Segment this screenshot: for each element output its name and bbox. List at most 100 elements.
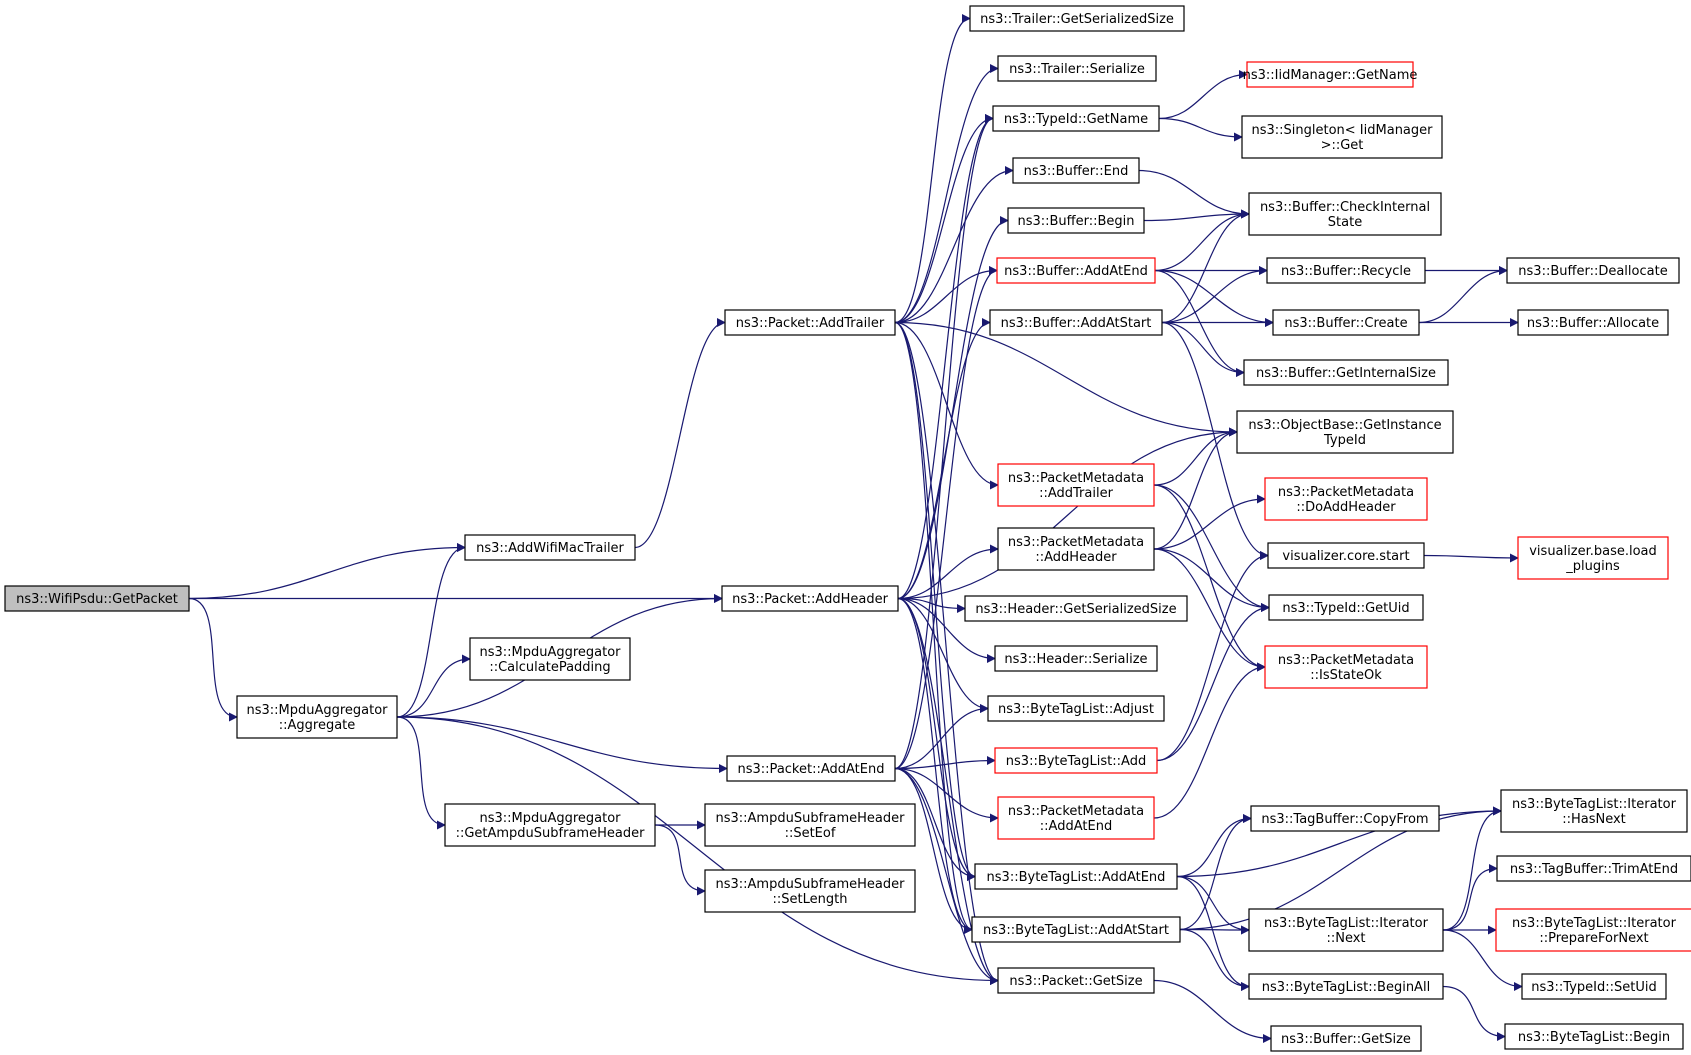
call-edge [894, 767, 999, 823]
graph-node[interactable]: ns3::TagBuffer::TrimAtEnd [1496, 855, 1691, 882]
graph-node[interactable]: ns3::ByteTagList::Iterator::PrepareForNe… [1495, 908, 1691, 952]
call-edge [1158, 70, 1248, 120]
call-edge [894, 114, 994, 770]
graph-node[interactable]: ns3::Trailer::GetSerializedSize [969, 5, 1185, 32]
graph-node[interactable]: ns3::Buffer::AddAtStart [989, 309, 1163, 336]
graph-node[interactable]: ns3::AmpduSubframeHeader::SetLength [704, 869, 916, 913]
node-label: ::CalculatePadding [489, 660, 610, 675]
graph-node[interactable]: ns3::TypeId::GetUid [1268, 594, 1424, 621]
node-box [1268, 594, 1424, 621]
node-label: ns3::WifiPsdu::GetPacket [16, 592, 178, 607]
node-box [721, 585, 899, 612]
node-box [1266, 257, 1426, 284]
graph-node[interactable]: ns3::Header::Serialize [994, 645, 1158, 672]
call-edge [1153, 548, 1266, 672]
call-edge [1176, 814, 1252, 878]
call-edge [396, 716, 999, 985]
graph-node[interactable]: ns3::Packet::AddTrailer [724, 309, 896, 336]
graph-node[interactable]: ns3::PacketMetadata::AddAtEnd [997, 796, 1155, 840]
node-label: ::Next [1326, 931, 1365, 946]
call-edge [1158, 117, 1243, 142]
call-edge [897, 216, 1009, 600]
graph-node[interactable]: ns3::TypeId::GetName [992, 105, 1160, 132]
node-box [971, 916, 1181, 943]
node-box [997, 463, 1155, 507]
graph-node[interactable]: ns3::Trailer::Serialize [997, 55, 1157, 82]
graph-node[interactable]: ns3::Header::GetSerializedSize [964, 595, 1188, 622]
call-edge [894, 321, 1238, 437]
graph-node[interactable]: ns3::ByteTagList::AddAtEnd [974, 863, 1178, 890]
graph-node[interactable]: ns3::Singleton< IidManager>::Get [1241, 115, 1443, 159]
node-label: TypeId [1323, 433, 1366, 448]
graph-node[interactable]: ns3::TypeId::SetUid [1521, 973, 1667, 1000]
graph-node[interactable]: ns3::Packet::AddHeader [721, 585, 899, 612]
graph-node[interactable]: ns3::TagBuffer::CopyFrom [1250, 805, 1440, 832]
graph-node[interactable]: ns3::AmpduSubframeHeader::SetEof [704, 803, 916, 847]
node-box [469, 637, 631, 681]
graph-node[interactable]: ns3::ByteTagList::Begin [1504, 1023, 1684, 1050]
graph-node[interactable]: ns3::ByteTagList::BeginAll [1248, 973, 1444, 1000]
graph-node[interactable]: ns3::WifiPsdu::GetPacket [4, 585, 190, 612]
node-label: _plugins [1565, 559, 1620, 574]
node-box [704, 803, 916, 847]
node-label: ::AddTrailer [1039, 486, 1113, 501]
call-edge [1179, 806, 1502, 931]
node-box [1495, 908, 1691, 952]
node-box [1517, 536, 1669, 580]
graph-node[interactable]: ns3::Packet::GetSize [997, 967, 1155, 994]
graph-node[interactable]: ns3::ByteTagList::Adjust [987, 695, 1165, 722]
call-edge [1153, 494, 1266, 550]
graph-node[interactable]: ns3::ByteTagList::Iterator::Next [1248, 908, 1444, 952]
graph-node[interactable]: ns3::PacketMetadata::AddHeader [997, 527, 1155, 571]
graph-node[interactable]: ns3::Buffer::Deallocate [1506, 257, 1680, 284]
node-label: ns3::AmpduSubframeHeader [716, 811, 906, 826]
graph-node[interactable]: ns3::PacketMetadata::DoAddHeader [1264, 477, 1428, 521]
node-box [1246, 61, 1414, 88]
node-box [997, 527, 1155, 571]
graph-node[interactable]: ns3::PacketMetadata::AddTrailer [997, 463, 1155, 507]
node-box [994, 645, 1158, 672]
call-edge [894, 767, 976, 881]
graph-node[interactable]: ns3::Packet::AddAtEnd [726, 755, 896, 782]
call-edge [1161, 209, 1250, 324]
graph-node[interactable]: ns3::Buffer::AddAtEnd [996, 257, 1156, 284]
graph-node[interactable]: ns3::MpduAggregator::CalculatePadding [469, 637, 631, 681]
call-edge [894, 266, 998, 770]
graph-node[interactable]: ns3::ByteTagList::Add [994, 747, 1158, 774]
node-box [1500, 789, 1688, 833]
node-box [1270, 1025, 1422, 1052]
node-label: ::AddHeader [1035, 550, 1117, 565]
graph-node[interactable]: ns3::MpduAggregator::Aggregate [236, 695, 398, 739]
node-label: ::SetLength [773, 892, 848, 907]
node-box [1264, 645, 1428, 689]
call-edge [1153, 548, 1270, 612]
node-label: ns3::Singleton< IidManager [1251, 123, 1433, 138]
graph-node[interactable]: ns3::PacketMetadata::IsStateOk [1264, 645, 1428, 689]
node-label: ns3::IidManager::GetName [1243, 68, 1418, 83]
graph-node[interactable]: ns3::ByteTagList::Iterator::HasNext [1500, 789, 1688, 833]
node-box [1007, 207, 1145, 234]
node-label: visualizer.base.load [1529, 544, 1657, 559]
graph-node[interactable]: ns3::AddWifiMacTrailer [464, 534, 636, 561]
call-edge [1176, 875, 1250, 991]
graph-node[interactable]: ns3::Buffer::Allocate [1517, 309, 1669, 336]
call-edge [634, 318, 726, 549]
graph-node[interactable]: ns3::Buffer::GetInternalSize [1243, 359, 1449, 386]
graph-node[interactable]: ns3::MpduAggregator::GetAmpduSubframeHea… [444, 803, 656, 847]
call-edge [1442, 929, 1523, 991]
graph-node[interactable]: ns3::Buffer::Begin [1007, 207, 1145, 234]
node-box [997, 796, 1155, 840]
graph-node[interactable]: visualizer.base.load_plugins [1517, 536, 1669, 580]
graph-node[interactable]: ns3::Buffer::Recycle [1266, 257, 1426, 284]
graph-node[interactable]: ns3::Buffer::Create [1272, 309, 1420, 336]
graph-node[interactable]: ns3::ByteTagList::AddAtStart [971, 916, 1181, 943]
graph-node[interactable]: ns3::IidManager::GetName [1243, 61, 1418, 88]
node-label: ns3::PacketMetadata [1278, 653, 1414, 668]
node-label: ns3::ByteTagList::Begin [1518, 1030, 1670, 1045]
graph-node[interactable]: ns3::Buffer::GetSize [1270, 1025, 1422, 1052]
call-edge [1179, 925, 1250, 935]
graph-node[interactable]: visualizer.core.start [1267, 542, 1425, 569]
graph-node[interactable]: ns3::Buffer::End [1012, 157, 1140, 184]
